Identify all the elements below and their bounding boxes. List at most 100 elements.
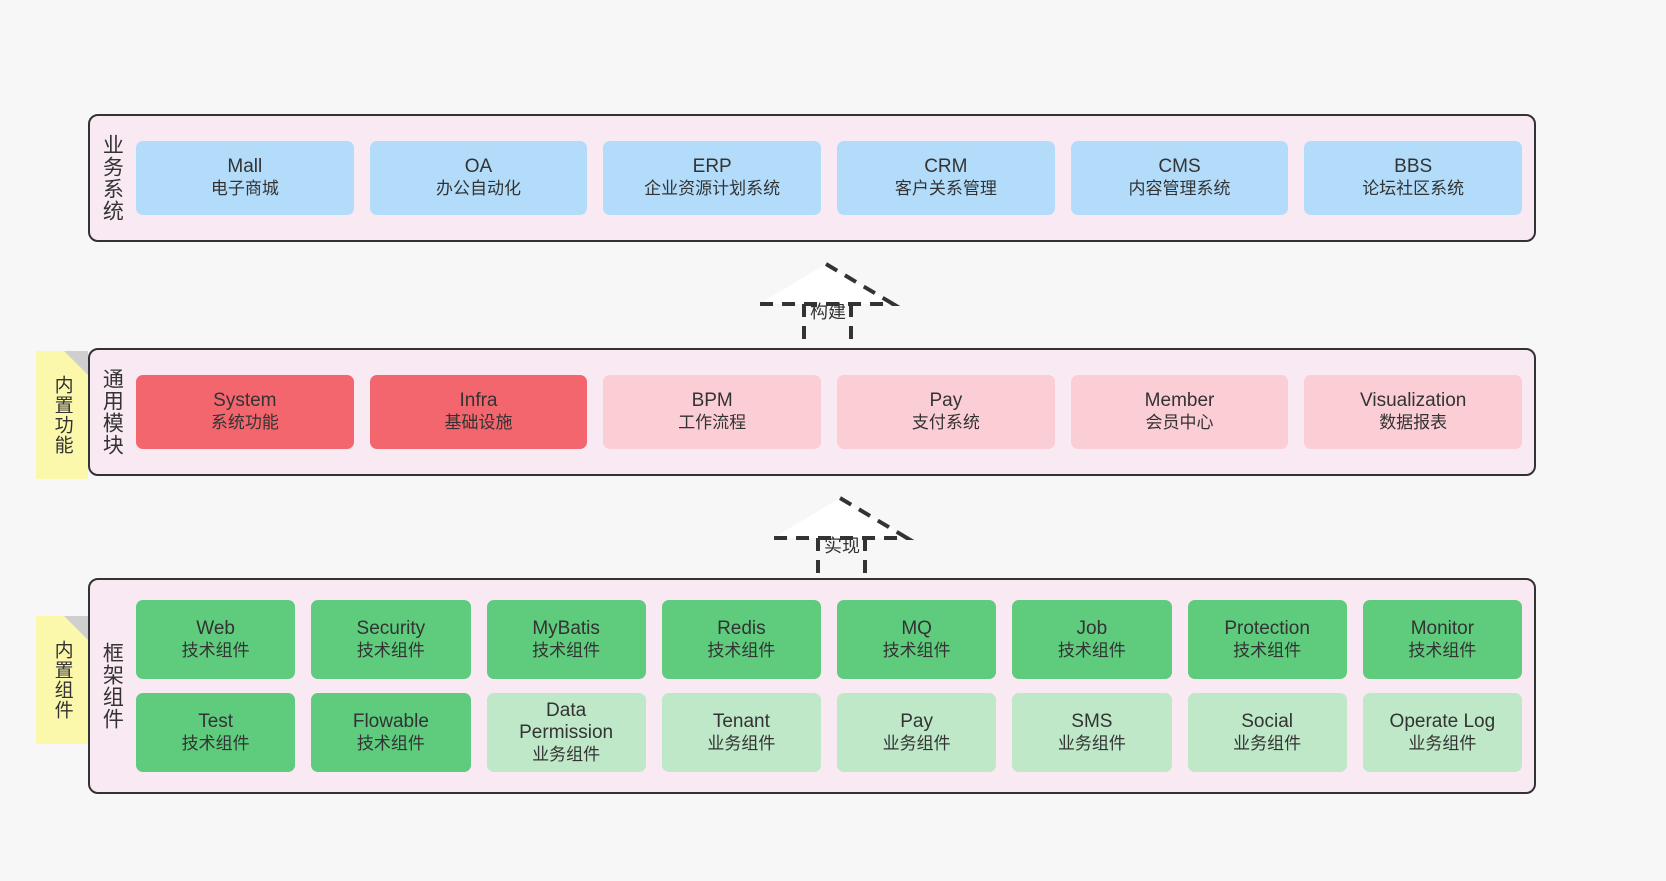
node-protection[interactable]: Protection 技术组件 xyxy=(1187,600,1347,679)
node-subtitle: 业务组件 xyxy=(532,745,601,765)
node-pay-component[interactable]: Pay 业务组件 xyxy=(837,693,997,772)
node-member[interactable]: Member 会员中心 xyxy=(1070,375,1289,449)
node-erp[interactable]: ERP 企业资源计划系统 xyxy=(603,141,822,215)
node-title: Pay xyxy=(900,710,933,732)
node-data-permission[interactable]: Data Permission 业务组件 xyxy=(486,693,646,772)
node-subtitle: 业务组件 xyxy=(707,733,776,753)
node-subtitle: 论坛社区系统 xyxy=(1362,179,1465,199)
sticky-note-builtin-functions: 内置功能 xyxy=(36,351,88,479)
node-subtitle: 基础设施 xyxy=(444,413,513,433)
node-subtitle: 工作流程 xyxy=(678,413,747,433)
node-mall[interactable]: Mall 电子商城 xyxy=(136,141,354,215)
node-visualization[interactable]: Visualization 数据报表 xyxy=(1304,375,1523,449)
node-subtitle: 客户关系管理 xyxy=(894,179,997,199)
layer-body-business-systems: Mall 电子商城 OA 办公自动化 ERP 企业资源计划系统 CRM 客户关系… xyxy=(132,116,1534,240)
node-subtitle: 技术组件 xyxy=(1057,640,1126,660)
node-bbs[interactable]: BBS 论坛社区系统 xyxy=(1304,141,1523,215)
note-fold-corner-icon xyxy=(64,616,88,640)
node-subtitle: 技术组件 xyxy=(181,733,250,753)
layer-title-business-systems: 业务系统 xyxy=(100,134,124,222)
node-title: Test xyxy=(198,710,234,732)
node-subtitle: 会员中心 xyxy=(1145,413,1214,433)
node-redis[interactable]: Redis 技术组件 xyxy=(661,600,821,679)
connector-label-implement: 实现 xyxy=(824,536,860,556)
node-subtitle: 技术组件 xyxy=(882,640,951,660)
node-oa[interactable]: OA 办公自动化 xyxy=(369,141,588,215)
node-bpm[interactable]: BPM 工作流程 xyxy=(603,375,822,449)
layer-title-framework-components: 框架组件 xyxy=(100,642,124,730)
node-title: Flowable xyxy=(352,710,429,732)
node-mq[interactable]: MQ 技术组件 xyxy=(837,600,997,679)
layer-framework-components: 框架组件 Web 技术组件 Security 技术组件 MyBatis 技术组件… xyxy=(88,578,1536,794)
node-security[interactable]: Security 技术组件 xyxy=(311,600,471,679)
node-title: OA xyxy=(464,156,493,178)
node-title: Operate Log xyxy=(1389,710,1496,732)
node-subtitle: 业务组件 xyxy=(1408,733,1477,753)
node-web[interactable]: Web 技术组件 xyxy=(136,600,296,679)
node-title: ERP xyxy=(692,156,732,178)
node-title: Social xyxy=(1241,710,1293,732)
node-title: Job xyxy=(1076,617,1108,639)
layer-body-common-modules: System 系统功能 Infra 基础设施 BPM 工作流程 Pay 支付系统… xyxy=(132,350,1534,474)
node-title: BBS xyxy=(1394,156,1433,178)
node-subtitle: 电子商城 xyxy=(210,179,279,199)
node-subtitle: 业务组件 xyxy=(1057,733,1126,753)
node-title: SMS xyxy=(1071,710,1113,732)
node-job[interactable]: Job 技术组件 xyxy=(1012,600,1172,679)
node-tenant[interactable]: Tenant 业务组件 xyxy=(661,693,821,772)
node-subtitle: 技术组件 xyxy=(356,640,425,660)
node-title: Monitor xyxy=(1410,617,1475,639)
node-title: Mall xyxy=(227,156,263,178)
node-title: Pay xyxy=(929,390,963,412)
node-subtitle: 业务组件 xyxy=(1233,733,1302,753)
node-cms[interactable]: CMS 内容管理系统 xyxy=(1070,141,1289,215)
node-flowable[interactable]: Flowable 技术组件 xyxy=(311,693,471,772)
node-mybatis[interactable]: MyBatis 技术组件 xyxy=(486,600,646,679)
node-subtitle: 技术组件 xyxy=(532,640,601,660)
node-title: Tenant xyxy=(712,710,770,732)
node-row: Test 技术组件 Flowable 技术组件 Data Permission … xyxy=(136,693,1522,772)
sticky-note-builtin-components: 内置组件 xyxy=(36,616,88,744)
node-row: Mall 电子商城 OA 办公自动化 ERP 企业资源计划系统 CRM 客户关系… xyxy=(136,141,1523,215)
node-title: Redis xyxy=(717,617,766,639)
node-title: Protection xyxy=(1224,617,1310,639)
node-subtitle: 技术组件 xyxy=(1233,640,1302,660)
note-fold-corner-icon xyxy=(64,351,88,375)
node-infra[interactable]: Infra 基础设施 xyxy=(369,375,588,449)
node-monitor[interactable]: Monitor 技术组件 xyxy=(1362,600,1522,679)
node-subtitle: 技术组件 xyxy=(1408,640,1477,660)
node-title: CMS xyxy=(1158,156,1201,178)
layer-business-systems: 业务系统 Mall 电子商城 OA 办公自动化 ERP 企业资源计划系统 CRM… xyxy=(88,114,1536,242)
node-title: MyBatis xyxy=(532,617,600,639)
connector-label-build: 构建 xyxy=(810,302,846,322)
layer-body-framework-components: Web 技术组件 Security 技术组件 MyBatis 技术组件 Redi… xyxy=(132,580,1534,792)
node-title: Security xyxy=(356,617,426,639)
connector-implement: 实现 xyxy=(770,492,920,577)
node-subtitle: 技术组件 xyxy=(181,640,250,660)
node-title: Data Permission xyxy=(519,699,614,744)
node-subtitle: 企业资源计划系统 xyxy=(644,179,781,199)
node-row: Web 技术组件 Security 技术组件 MyBatis 技术组件 Redi… xyxy=(136,600,1522,679)
node-title: Infra xyxy=(459,390,498,412)
node-title: MQ xyxy=(901,617,932,639)
node-sms[interactable]: SMS 业务组件 xyxy=(1012,693,1172,772)
node-subtitle: 技术组件 xyxy=(707,640,776,660)
node-subtitle: 系统功能 xyxy=(210,413,279,433)
sticky-note-text: 内置功能 xyxy=(51,375,73,455)
node-subtitle: 支付系统 xyxy=(911,413,980,433)
node-social[interactable]: Social 业务组件 xyxy=(1187,693,1347,772)
node-title: System xyxy=(213,390,277,412)
layer-title-common-modules: 通用模块 xyxy=(100,368,124,456)
node-title: Web xyxy=(196,617,235,639)
node-system[interactable]: System 系统功能 xyxy=(136,375,354,449)
node-pay-module[interactable]: Pay 支付系统 xyxy=(837,375,1055,449)
node-operate-log[interactable]: Operate Log 业务组件 xyxy=(1362,693,1522,772)
node-subtitle: 技术组件 xyxy=(356,733,425,753)
sticky-note-text: 内置组件 xyxy=(51,640,73,720)
node-title: Member xyxy=(1144,390,1215,412)
node-row: System 系统功能 Infra 基础设施 BPM 工作流程 Pay 支付系统… xyxy=(136,375,1523,449)
node-test[interactable]: Test 技术组件 xyxy=(136,693,296,772)
node-title: Visualization xyxy=(1360,390,1467,412)
node-crm[interactable]: CRM 客户关系管理 xyxy=(837,141,1055,215)
node-subtitle: 内容管理系统 xyxy=(1128,179,1231,199)
